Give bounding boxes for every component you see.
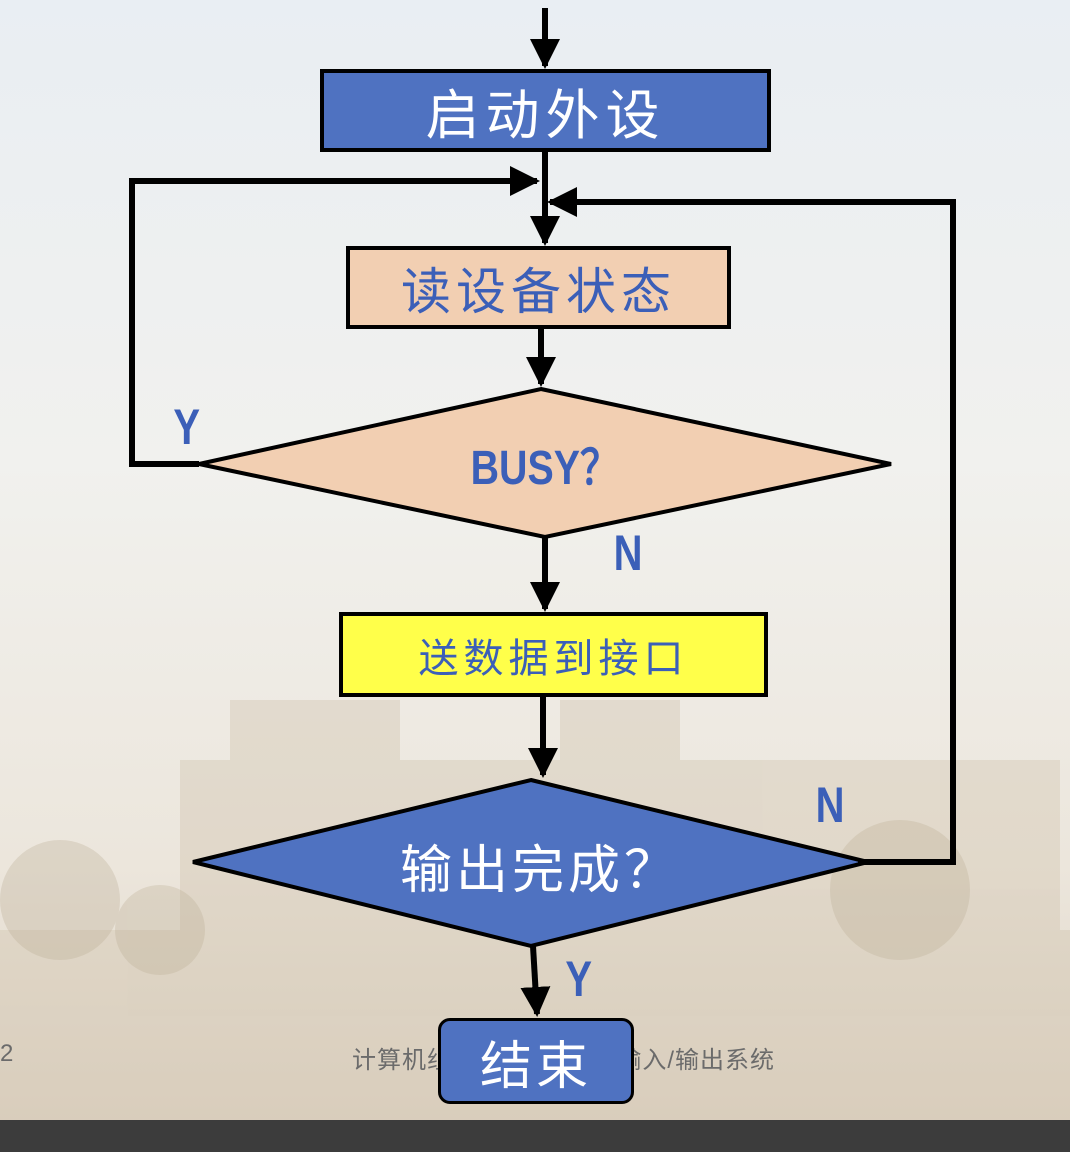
decision-done-diamond (192, 777, 869, 949)
node-send-data: 送数据到接口 (339, 612, 768, 697)
loop-busy-yes (129, 166, 540, 467)
node-read-label: 读设备状态 (401, 262, 676, 321)
node-read-status: 读设备状态 (346, 246, 731, 329)
edge-label-done-yes: Y (565, 951, 593, 1007)
edge-label-busy-no: N (613, 525, 643, 581)
decision-busy-label: BUSY？ (470, 441, 620, 495)
edge-label-busy-yes: Y (173, 399, 201, 455)
node-start-device: 启动外设 (320, 69, 771, 152)
bottom-bar (0, 1120, 1070, 1152)
node-start-label: 启动外设 (425, 84, 666, 147)
loop-done-no (547, 187, 956, 865)
footer-page-number: 2 (0, 1040, 14, 1067)
node-send-label: 送数据到接口 (418, 635, 689, 682)
edge-label-done-no: N (815, 777, 845, 833)
arrow-done-to-end (520, 945, 551, 1017)
node-end: 结束 (438, 1018, 634, 1104)
node-end-label: 结束 (479, 1036, 592, 1097)
decision-done-label: 输出完成？ (399, 840, 680, 901)
